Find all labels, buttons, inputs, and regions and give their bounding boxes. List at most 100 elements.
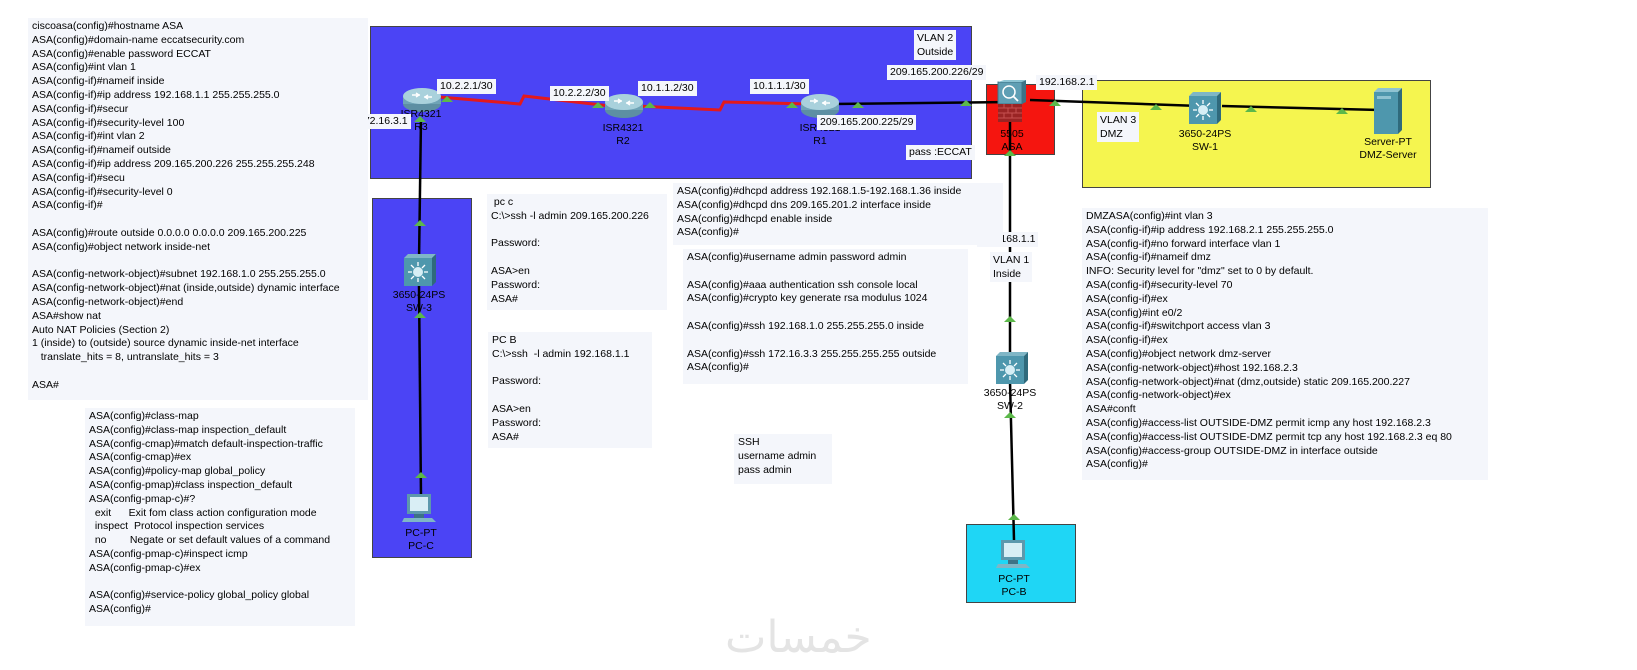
note-line: ASA(config-if)#security-level 0 [32,185,173,198]
link-up-icon [644,102,656,108]
ip-label-r1-outside: 209.165.200.225/29 [817,115,917,130]
link-up-icon [414,116,426,122]
note-line: ASA(config-network-object)#host 192.168.… [1086,361,1298,374]
pc-icon[interactable] [402,494,438,524]
switch-icon[interactable] [1189,92,1221,124]
note-line [492,362,648,376]
note-line: Password: [491,237,541,250]
ip-label-r2-serial-b: 10.1.1.2/30 [638,81,697,96]
note-line: ASA(config)#class-map inspection_default [89,423,287,436]
link-up-icon [414,312,426,318]
note-line: ASA(config)#route outside 0.0.0.0 0.0.0.… [32,226,307,239]
note-line: ASA(config-network-object)#nat (dmz,outs… [1086,375,1410,388]
note-line [687,306,964,320]
note-line: ASA# [492,430,519,443]
note-ssh-config: ASA(config)#username admin password admi… [683,249,968,384]
note-line: ASA(config-if)#no forward interface vlan… [1086,237,1281,250]
note-line: ASA(config-if)#security-level 100 [32,116,185,129]
ip-label-r1-serial: 10.1.1.1/30 [750,79,809,94]
link-up-icon [1008,514,1020,520]
note-line: ASA(config-pmap-c)#? [89,492,196,505]
note-line: ASA(config-pmap)#class inspection_defaul… [89,478,293,491]
link-sw1-server[interactable] [1221,104,1381,112]
link-up-icon [1336,108,1348,114]
note-line: ASA(config-cmap)#ex [89,451,192,464]
link-r1-asa[interactable] [831,100,1013,106]
link-up-icon [1004,150,1016,156]
note-line: ASA(config-pmap-c)#inspect icmp [89,547,248,560]
ip-label-r3-lan: 172.16.3.1 [355,114,411,129]
serial-link-r2-r1[interactable] [635,100,811,112]
link-up-icon [1049,100,1061,106]
pc-b-zone [966,524,1076,603]
note-line: ASA(config)#dhcpd dns 209.165.201.2 inte… [677,198,931,211]
link-asa-sw1[interactable] [1029,98,1201,108]
link-up-icon [1245,106,1257,112]
router-icon[interactable] [402,86,442,114]
ip-label-r2-serial-a: 10.2.2.2/30 [550,86,609,101]
firewall-icon[interactable] [996,80,1026,124]
note-line: ASA(config-network-object)#end [32,295,184,308]
note-line: ASA(config)#policy-map global_policy [89,465,266,478]
note-line: ASA(config)#access-group OUTSIDE-DMZ in … [1086,444,1378,457]
note-line: SSH [738,436,760,448]
note-line: translate_hits = 8, untranslate_hits = 3 [32,351,219,364]
serial-link-r3-r2[interactable] [427,94,611,108]
note-line: ASA(config-if)# [32,199,103,212]
note-line: ASA(config-if)#security-level 70 [1086,278,1233,291]
note-line: Password: [491,278,541,291]
note-line: ASA(config-if)#nameif outside [32,144,171,157]
switch-icon[interactable] [996,352,1028,384]
router-icon[interactable] [800,92,840,120]
note-line: ASA(config-if)#int vlan 2 [32,130,145,143]
link-r3-sw3[interactable] [417,117,423,263]
note-line: ASA(config-if)#nameif dmz [1086,251,1211,264]
pc-icon[interactable] [996,540,1032,570]
link-sw2-pcb[interactable] [1008,381,1016,541]
note-line: ASA(config)#int e0/2 [1086,306,1183,319]
note-line: ASA(config-if)#ip address 192.168.2.1 25… [1086,223,1334,236]
note-line: ASA(config)#access-list OUTSIDE-DMZ perm… [1086,416,1431,429]
note-line: ASA(config-cmap)#match default-inspectio… [89,437,323,450]
link-up-icon [592,102,604,108]
note-line: ASA(config)#domain-name eccatsecurity.co… [32,33,245,46]
note-line: C:\>ssh -l admin 209.165.200.226 [491,209,649,222]
note-line: pc c [491,196,514,208]
link-sw3-pcc[interactable] [417,285,423,499]
note-line: ASA(config)#enable password ECCAT [32,47,211,60]
note-line: ciscoasa(config)#hostname ASA [32,20,184,32]
note-line [89,576,351,590]
note-line: ASA#conft [1086,403,1136,416]
dmz-zone [1082,80,1431,188]
note-line: ASA(config-network-object)#ex [1086,389,1231,402]
note-line: ASA(config-network-object)#subnet 192.16… [32,268,326,281]
ip-label-asa-outside: 209.165.200.226/29 [887,65,987,80]
note-line: no Negate or set default values of a com… [89,534,331,547]
note-line [32,213,364,227]
server-icon[interactable] [1374,88,1402,134]
note-line: Password: [492,375,542,388]
ip-label-r3-serial: 10.2.2.1/30 [437,79,496,94]
router-icon[interactable] [604,92,644,120]
link-up-icon [415,472,427,478]
note-line: ASA(config)#class-map [89,410,199,422]
note-line: ASA(config-if)#nameif inside [32,75,165,88]
note-line [687,334,964,348]
note-line [491,251,663,265]
switch-icon[interactable] [404,254,436,286]
note-line: ASA(config)#ssh 192.168.1.0 255.255.255.… [687,319,925,332]
note-line: ASA(config)#username admin password admi… [687,251,907,263]
